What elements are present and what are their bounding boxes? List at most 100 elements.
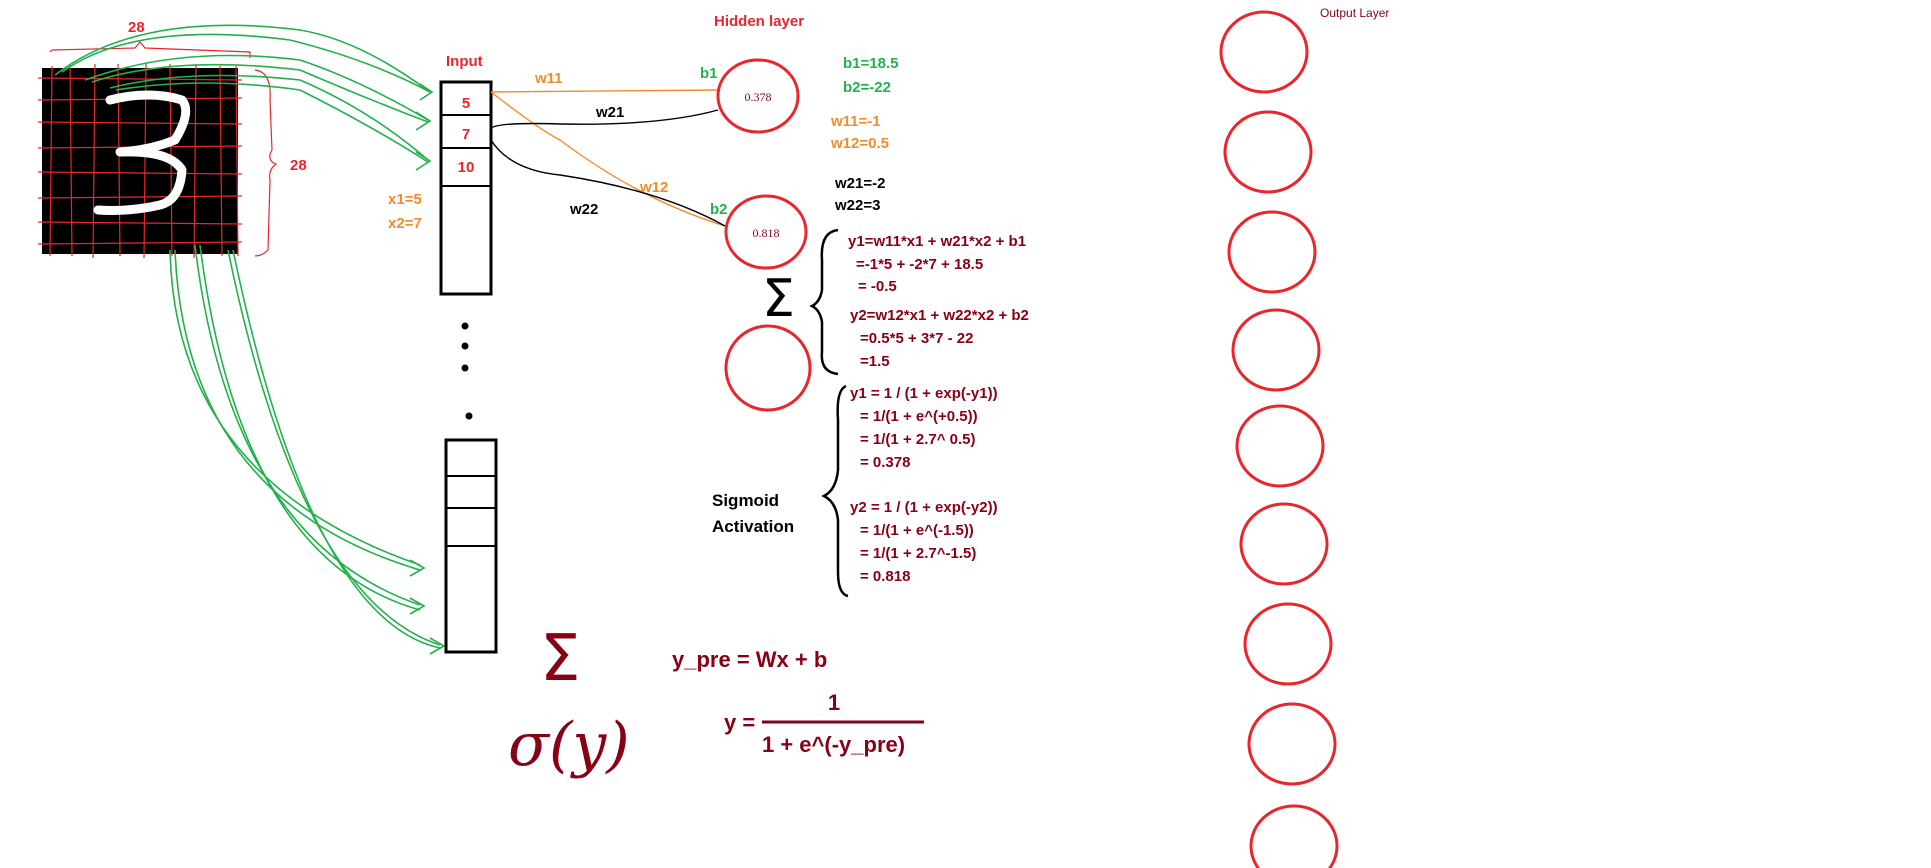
y1-sum-line2: =-1*5 + -2*7 + 18.5 — [856, 256, 983, 273]
w11-label: w11 — [534, 70, 563, 87]
pixel-arrow — [115, 82, 429, 163]
sigmoid-formula-symbol: σ(y) — [508, 710, 630, 780]
pixel-arrow — [194, 244, 421, 606]
pixel-arrow — [169, 249, 421, 566]
ellipsis-dot — [461, 322, 469, 330]
pixel-arrow — [54, 24, 431, 93]
hidden-neuron-2 — [724, 194, 808, 270]
y2-sigmoid-line3: = 1/(1 + 2.7^-1.5) — [860, 545, 976, 562]
pixel-arrow — [199, 244, 421, 611]
x1-value: x1=5 — [388, 191, 422, 208]
y2-sum-line3: =1.5 — [860, 353, 890, 370]
output-neuron — [1231, 308, 1321, 392]
hidden-neuron-3 — [724, 324, 812, 412]
pixel-arrow — [61, 33, 431, 93]
sigma-formula-symbol: Σ — [540, 622, 580, 696]
hidden-neuron-2-value: 0.818 — [753, 226, 780, 240]
parameter-values: b1=18.5 b2=-22 w11=-1 w12=0.5 w21=-2 w22… — [830, 55, 898, 214]
image-to-input-arrows — [54, 24, 446, 655]
w21-label: w21 — [595, 104, 624, 121]
w11-param: w11=-1 — [830, 113, 881, 130]
hidden-layer: Hidden layer 0.378 0.818 b1 b2 — [700, 13, 812, 412]
b2-param: b2=-22 — [843, 79, 891, 96]
weight-connections — [490, 89, 726, 227]
w11-line — [490, 89, 721, 93]
y2-sum-line1: y2=w12*x1 + w22*x2 + b2 — [850, 307, 1029, 324]
output-neuron — [1247, 702, 1337, 786]
output-layer: Output Layer — [1219, 6, 1389, 868]
summation-block: Σ y1=w11*x1 + w21*x2 + b1 =-1*5 + -2*7 +… — [762, 228, 1029, 376]
sum-brace — [809, 228, 839, 376]
arrow-head — [415, 151, 432, 171]
pixel-arrow — [91, 63, 429, 123]
output-neuron — [1227, 210, 1317, 294]
hidden-neuron-1 — [716, 58, 800, 134]
ellipsis-dot — [465, 412, 473, 420]
sum-sigma-symbol: Σ — [762, 269, 795, 329]
pixel-arrow — [84, 54, 429, 121]
sigmoid-formula-numerator: 1 — [828, 690, 840, 715]
output-neuron — [1219, 10, 1309, 94]
w12-line — [490, 91, 726, 227]
input-cell-value: 7 — [462, 126, 470, 143]
output-neuron — [1223, 110, 1313, 194]
y1-sigmoid-line1: y1 = 1 / (1 + exp(-y1)) — [850, 385, 998, 402]
input-cell-value: 5 — [462, 95, 470, 112]
image-width-label: 28 — [128, 19, 145, 36]
w21-line — [490, 109, 719, 129]
sigmoid-brace — [821, 384, 849, 598]
sigmoid-label-line2: Activation — [712, 517, 794, 536]
w21-param: w21=-2 — [834, 175, 885, 192]
arrow-head — [419, 83, 434, 101]
top-size-bracket — [49, 41, 251, 58]
y1-sigmoid-line4: = 0.378 — [860, 454, 910, 471]
y1-sum-line3: = -0.5 — [858, 278, 897, 295]
input-layer: Input 5 7 10 x1=5 x2=7 — [388, 53, 498, 654]
output-neuron — [1249, 804, 1339, 868]
hidden-layer-title: Hidden layer — [714, 13, 804, 30]
sigmoid-formula-lhs: y = — [724, 710, 755, 735]
b1-tag: b1 — [700, 65, 718, 82]
sigmoid-formula-denominator: 1 + e^(-y_pre) — [762, 732, 905, 757]
arrow-head — [409, 559, 426, 577]
y1-sigmoid-line3: = 1/(1 + 2.7^ 0.5) — [860, 431, 976, 448]
formula-block: Σ σ(y) y_pre = Wx + b y = 1 1 + e^(-y_pr… — [508, 622, 924, 780]
mnist-digit-image: 28 28 — [37, 19, 307, 259]
w22-line — [490, 139, 726, 227]
y2-sigmoid-line1: y2 = 1 / (1 + exp(-y2)) — [850, 499, 998, 516]
input-column-top — [439, 80, 493, 296]
output-neuron — [1243, 602, 1333, 686]
sigmoid-block: Sigmoid Activation y1 = 1 / (1 + exp(-y1… — [712, 384, 998, 598]
arrow-head — [409, 597, 426, 615]
y1-sigmoid-line2: = 1/(1 + e^(+0.5)) — [860, 408, 978, 425]
output-neuron — [1239, 502, 1329, 586]
pixel-arrow — [174, 249, 421, 571]
y2-sigmoid-line4: = 0.818 — [860, 568, 910, 585]
y1-sum-line1: y1=w11*x1 + w21*x2 + b1 — [848, 233, 1026, 250]
output-layer-title: Output Layer — [1320, 6, 1389, 20]
digit-three-stroke — [93, 90, 191, 215]
linear-formula: y_pre = Wx + b — [672, 647, 827, 672]
arrow-head — [415, 111, 432, 131]
input-layer-title: Input — [446, 53, 483, 70]
pixel-arrow — [232, 249, 441, 649]
input-cell-value: 10 — [458, 159, 475, 176]
image-height-label: 28 — [290, 157, 307, 174]
side-size-bracket — [254, 69, 278, 257]
output-neuron — [1235, 404, 1325, 488]
ellipsis-dot — [461, 342, 469, 350]
w22-label: w22 — [569, 201, 598, 218]
w12-label: w12 — [639, 179, 668, 196]
y2-sum-line2: =0.5*5 + 3*7 - 22 — [860, 330, 973, 347]
arrow-head — [429, 637, 446, 655]
ellipsis-dot — [461, 364, 469, 372]
x2-value: x2=7 — [388, 215, 422, 232]
sigmoid-label-line1: Sigmoid — [712, 491, 779, 510]
b2-tag: b2 — [710, 201, 728, 218]
y2-sigmoid-line2: = 1/(1 + e^(-1.5)) — [860, 522, 974, 539]
b1-param: b1=18.5 — [843, 55, 898, 72]
pixel-arrow — [227, 249, 441, 646]
w12-param: w12=0.5 — [830, 135, 889, 152]
pixel-arrow — [109, 74, 429, 161]
